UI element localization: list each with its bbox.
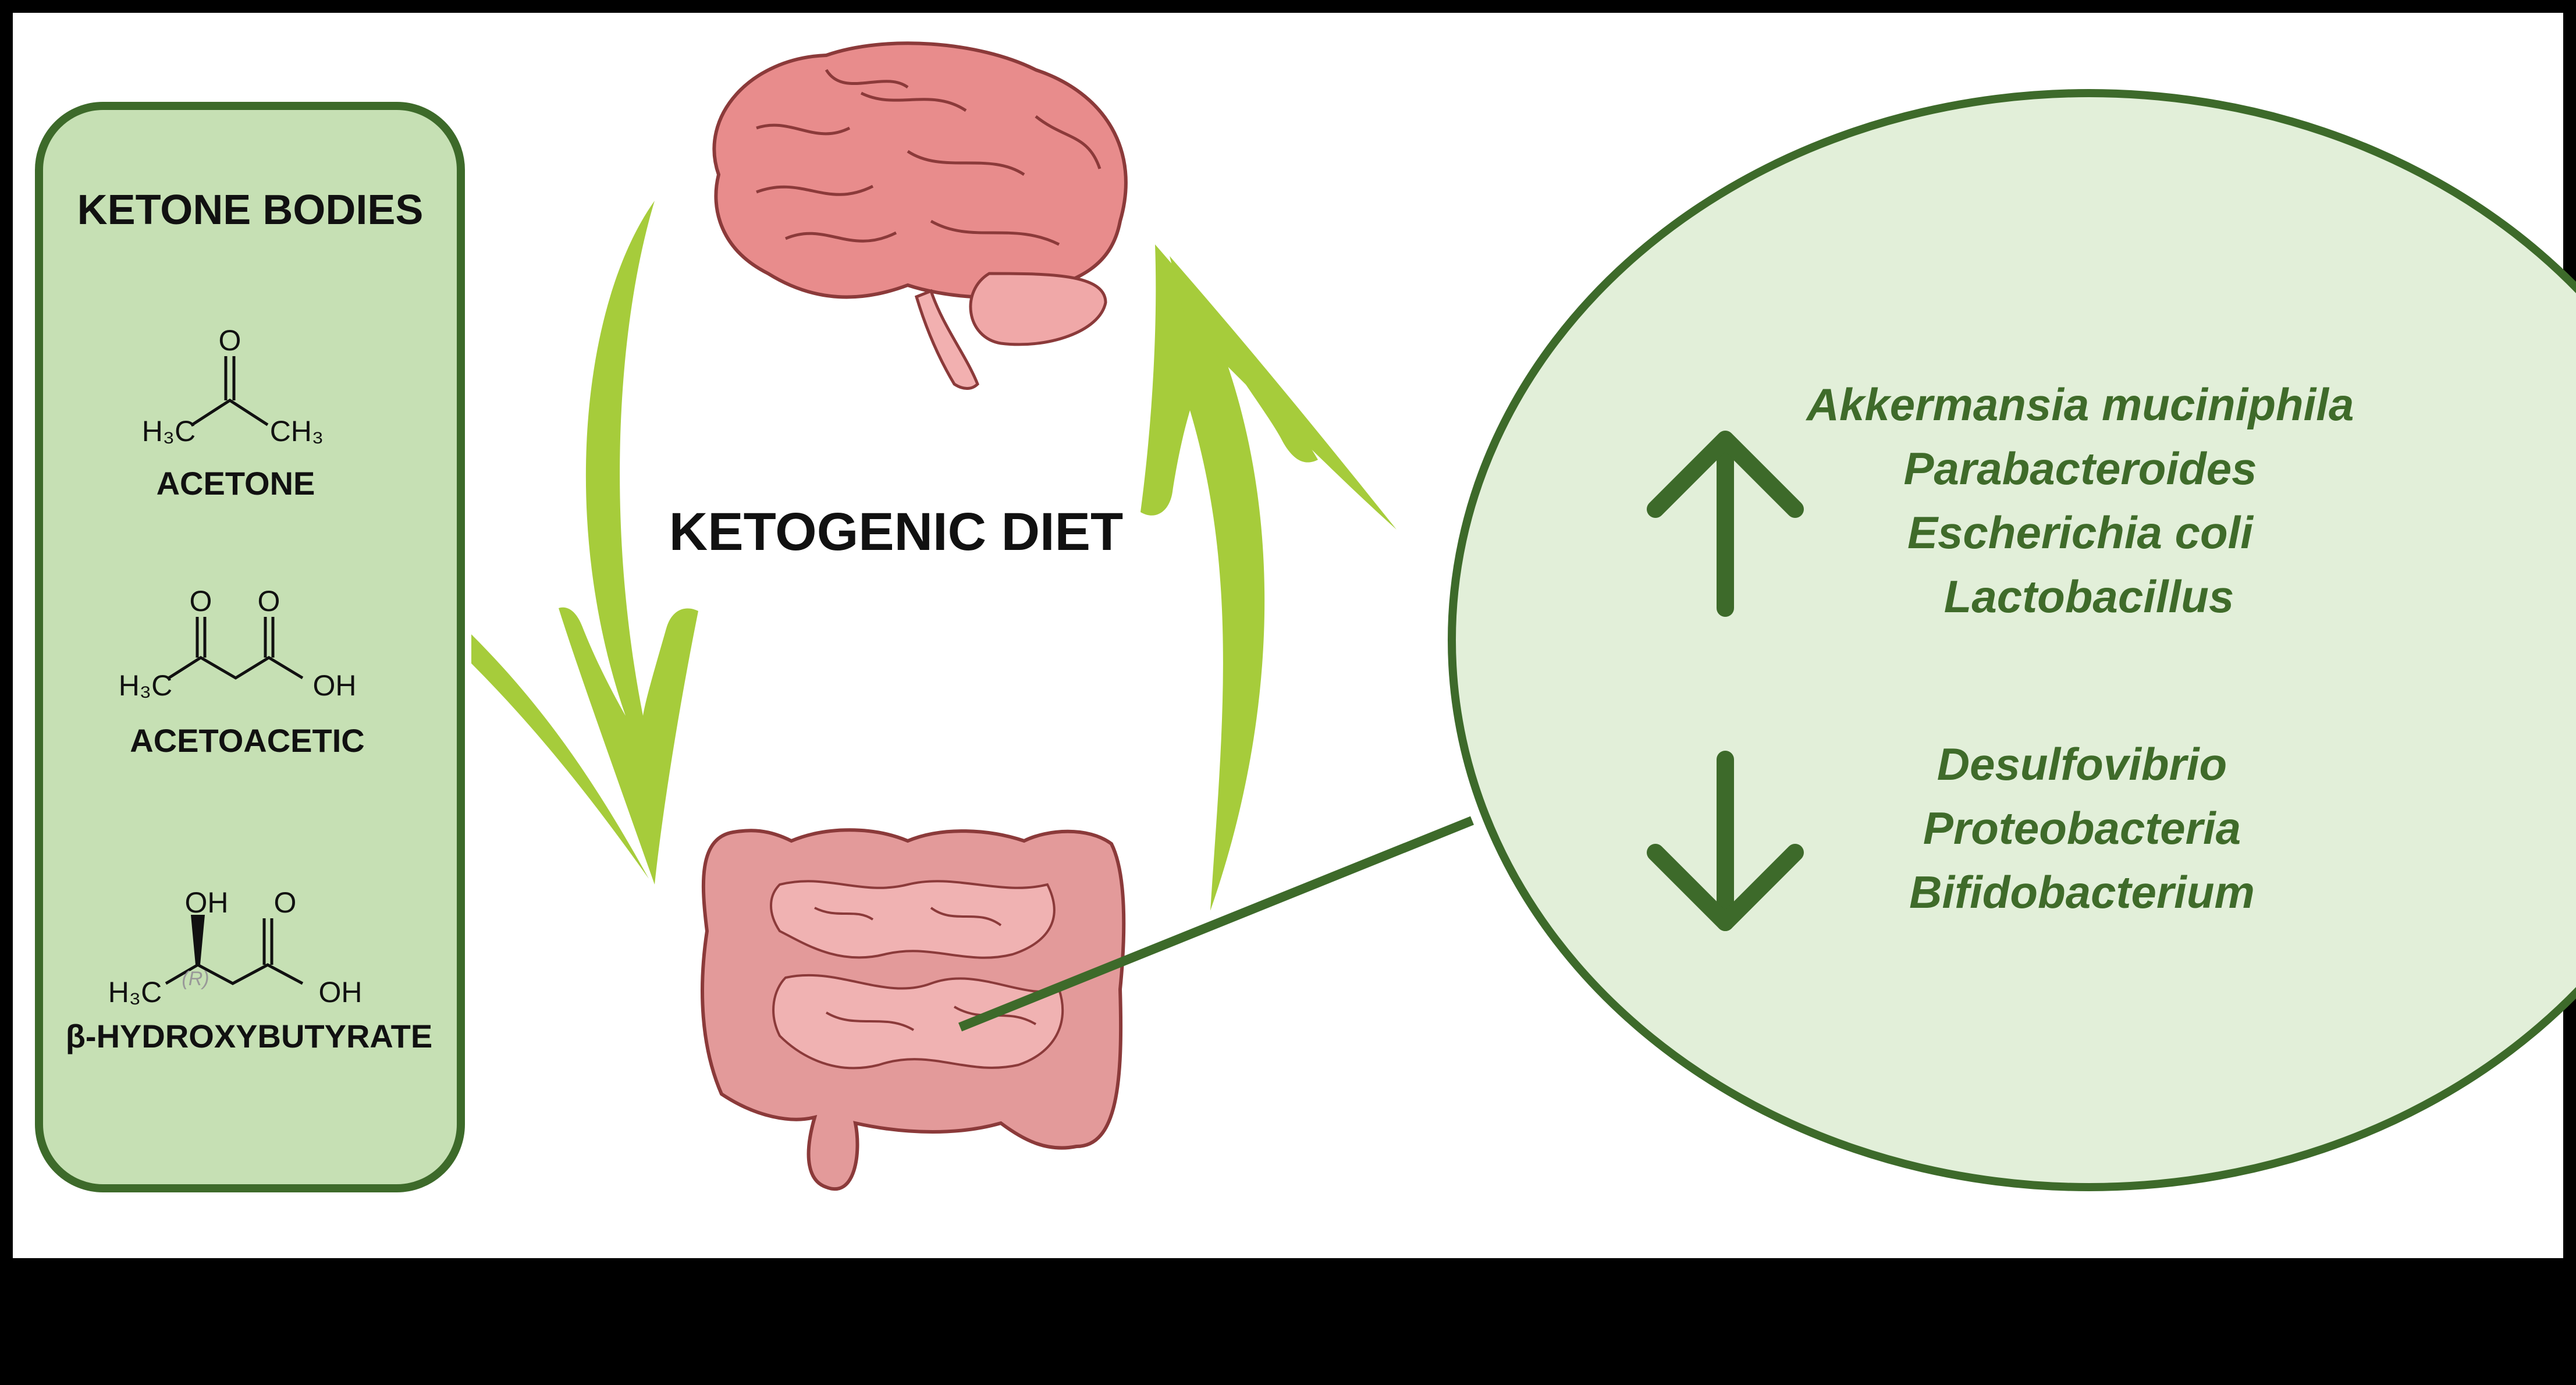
- decreased-bacteria-list: Desulfovibrio Proteobacteria Bifidobacte…: [1909, 738, 2255, 918]
- decreased-bacterium: Proteobacteria: [1923, 802, 2241, 854]
- acetoacetic-hydroxyl: OH: [313, 669, 357, 702]
- brain-illustration: [712, 41, 1128, 390]
- bhb-hydroxyl-top: OH: [185, 886, 229, 919]
- increase-arrow-icon: [1647, 431, 1804, 617]
- acetone-methyl-left: H₃C: [142, 415, 196, 448]
- bhb-methyl: H₃C: [108, 976, 162, 1008]
- acetone-label: ACETONE: [157, 465, 315, 502]
- brain-stem: [914, 289, 979, 390]
- acetone-oxygen: O: [219, 324, 241, 357]
- decreased-bacterium: Desulfovibrio: [1937, 738, 2227, 790]
- right-arrow-tail: [1170, 256, 1397, 530]
- intestine-illustration: [701, 828, 1126, 1191]
- acetone-structure: O H₃C CH₃: [142, 324, 324, 448]
- acetoacetic-structure: O O H₃C OH: [119, 585, 357, 702]
- intestine-folds: [814, 907, 1037, 1031]
- acetone-methyl-right: CH₃: [270, 415, 324, 448]
- decreased-bacterium: Bifidobacterium: [1909, 866, 2255, 918]
- brain-cerebellum: [969, 272, 1107, 346]
- acetoacetic-oxygen-2: O: [258, 585, 280, 617]
- increased-bacterium: Akkermansia muciniphila: [1806, 379, 2354, 430]
- bhb-hydroxyl: OH: [319, 976, 363, 1008]
- bhb-oxygen: O: [274, 886, 297, 919]
- bhb-stereo-label: (R): [182, 968, 209, 990]
- ketone-panel-title: KETONE BODIES: [77, 187, 424, 233]
- left-down-arrow: [559, 201, 698, 885]
- increased-bacteria-list: Akkermansia muciniphila Parabacteroides …: [1806, 379, 2354, 622]
- acetoacetic-label: ACETOACETIC: [130, 722, 364, 759]
- decrease-arrow-icon: [1647, 751, 1804, 931]
- ketone-bodies-panel: KETONE BODIES O H₃C CH₃ ACETONE O O H₃C …: [35, 102, 465, 1192]
- left-arrow-tail: [471, 634, 649, 879]
- increased-bacterium: Parabacteroides: [1904, 443, 2257, 494]
- acetoacetic-oxygen-1: O: [190, 585, 212, 617]
- small-intestine-lower: [772, 974, 1064, 1070]
- microbiota-panel: Akkermansia muciniphila Parabacteroides …: [1448, 89, 2576, 1191]
- brain-folds: [756, 69, 1102, 246]
- cycle-arrows: [471, 201, 1397, 911]
- ketone-panel-box: [35, 102, 465, 1192]
- beta-hydroxybutyrate-structure: OH O H₃C (R) OH: [108, 886, 363, 1008]
- acetoacetic-methyl: H₃C: [119, 669, 173, 702]
- increased-bacterium: Escherichia coli: [1907, 507, 2254, 558]
- microbiota-connector: [958, 816, 1474, 1032]
- beta-hydroxybutyrate-label: β-HYDROXYBUTYRATE: [66, 1018, 433, 1054]
- brain-cerebrum: [712, 41, 1128, 299]
- increased-bacterium: Lactobacillus: [1944, 571, 2234, 622]
- ketogenic-diet-title: KETOGENIC DIET: [669, 502, 1123, 562]
- small-intestine-upper: [770, 880, 1056, 959]
